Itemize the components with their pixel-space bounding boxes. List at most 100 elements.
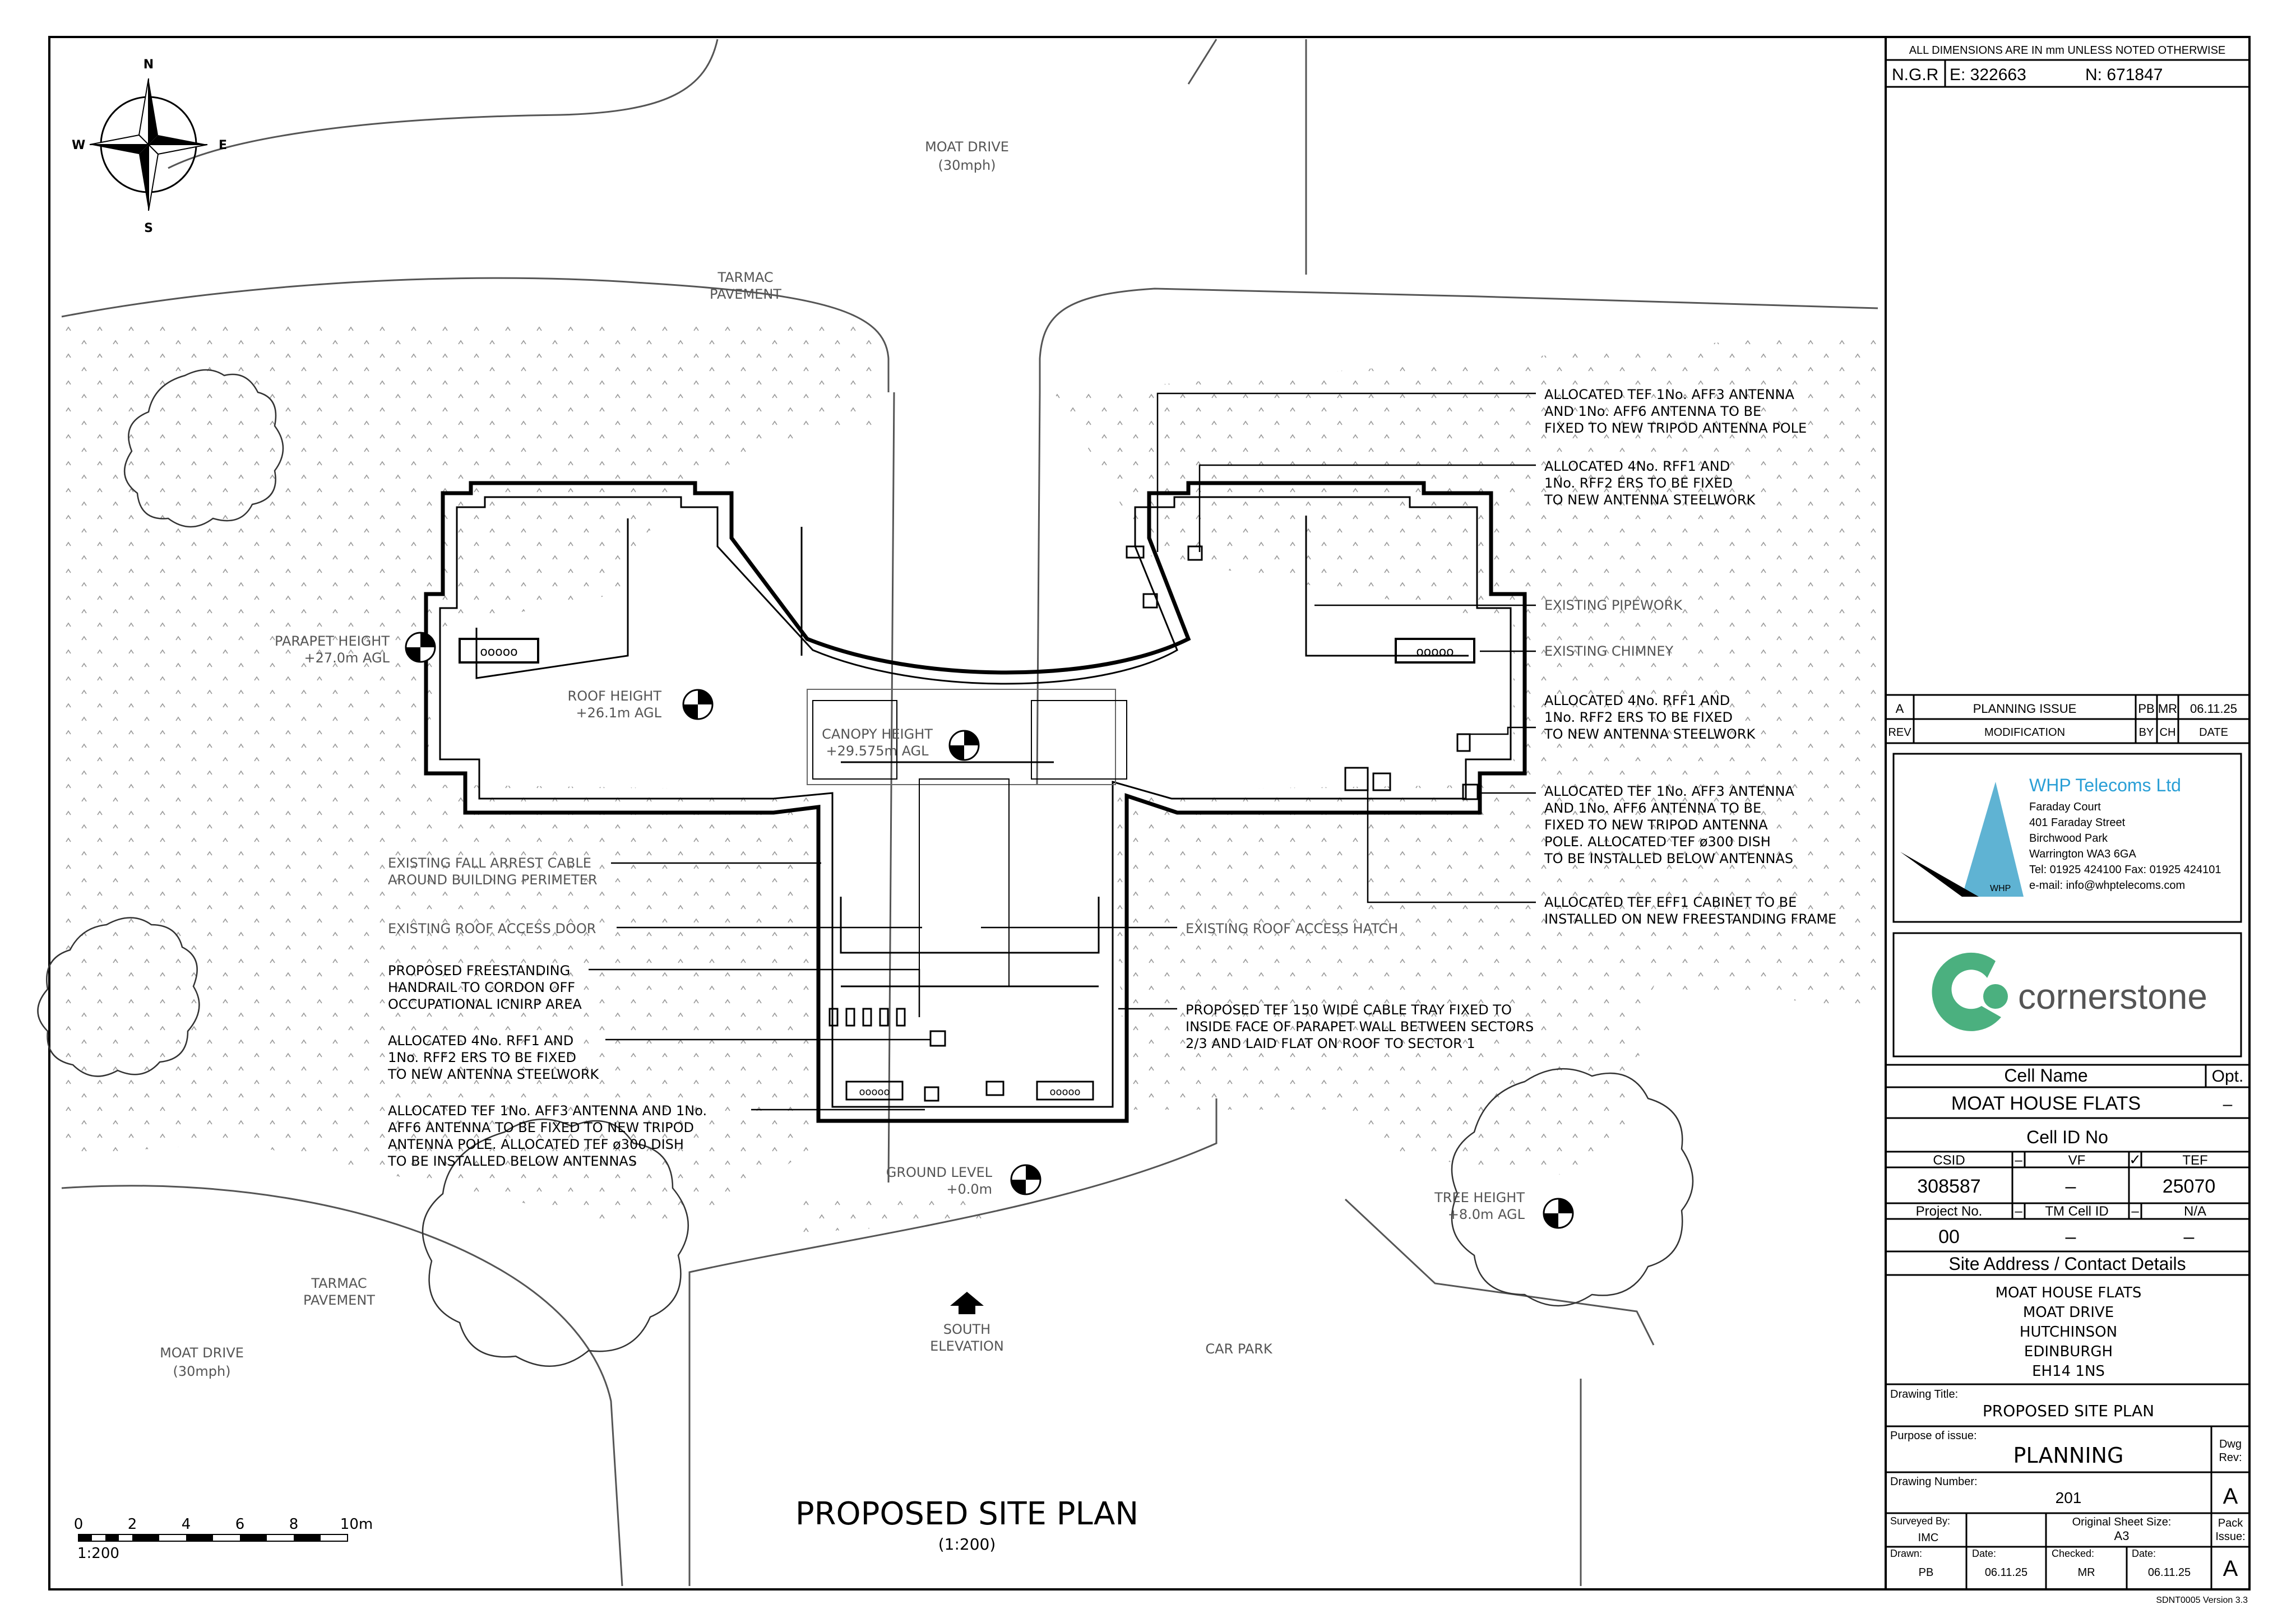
whp-logo-icon	[1962, 782, 2024, 897]
car-park-label: CAR PARK	[1205, 1341, 1273, 1357]
opt-label: Opt.	[2212, 1067, 2244, 1086]
surveyed-value: IMC	[1918, 1532, 1939, 1544]
sheet-border	[48, 36, 2251, 1590]
note-r1-l3: FIXED TO NEW TRIPOD ANTENNA POLE	[1544, 420, 1807, 436]
note-l4-l3: TO NEW ANTENNA STEELWORK	[387, 1066, 599, 1082]
svg-text:1:200: 1:200	[77, 1545, 119, 1562]
south-elevation-marker: SOUTH ELEVATION	[930, 1292, 1004, 1354]
tef-value: 25070	[2163, 1176, 2216, 1197]
rev-header-date: DATE	[2199, 726, 2228, 739]
note-r6-l1: ALLOCATED TEF 1No. AFF3 ANTENNA	[1544, 783, 1794, 799]
note-r6-l2: AND 1No. AFF6 ANTENNA TO BE	[1544, 800, 1761, 816]
rev-header-ch: CH	[2160, 726, 2176, 739]
drawing-main-scale: (1:200)	[938, 1535, 996, 1554]
parapet-label-2: +27.0m AGL	[304, 650, 390, 666]
scale-bar: 0 2 4 6 8 10m 1:200	[74, 1516, 373, 1562]
svg-text:ooooo: ooooo	[1049, 1086, 1080, 1098]
title-block-grid	[1886, 59, 2249, 1589]
note-l5-l1: ALLOCATED TEF 1No. AFF3 ANTENNA AND 1No.	[388, 1103, 707, 1119]
note-roof-hatch: EXISTING ROOF ACCESS HATCH	[1186, 921, 1398, 936]
date-label: Date:	[1972, 1548, 1996, 1559]
ground-label-2: +0.0m	[946, 1181, 992, 1197]
road-label-moat-drive-2: (30mph)	[938, 157, 996, 173]
chimney-bottom-left: ooooo	[845, 1081, 904, 1101]
note-r7-l1: ALLOCATED TEF EFF1 CABINET TO BE	[1544, 894, 1797, 910]
svg-text:–: –	[2015, 1153, 2022, 1168]
leader-lines	[589, 392, 1536, 1111]
tree-2	[37, 917, 200, 1077]
rev-header-rev: REV	[1888, 726, 1911, 739]
note-r2-l3: TO NEW ANTENNA STEELWORK	[1544, 492, 1756, 508]
vf-label: VF	[2068, 1153, 2086, 1168]
sheet-size-label: Original Sheet Size:	[2072, 1516, 2172, 1528]
compass-n: N	[144, 58, 154, 72]
svg-text:MOAT DRIVE: MOAT DRIVE	[2023, 1304, 2114, 1321]
note-l1-l2: AROUND BUILDING PERIMETER	[388, 872, 598, 888]
svg-text:6: 6	[235, 1516, 245, 1533]
svg-text:–: –	[2131, 1204, 2139, 1219]
road-label-tarmac-bottom-1: TARMAC	[311, 1276, 367, 1291]
note-l4-l1: ALLOCATED 4No. RFF1 AND	[388, 1033, 573, 1049]
whp-company-name: WHP Telecoms Ltd	[2029, 775, 2181, 795]
road-label-moat-drive-1: MOAT DRIVE	[925, 139, 1009, 155]
svg-text:2: 2	[128, 1516, 137, 1533]
date2-label: Date:	[2132, 1548, 2156, 1559]
cell-name-label: Cell Name	[2004, 1065, 2087, 1086]
tree-label-2: +8.0m AGL	[1448, 1207, 1525, 1222]
note-l3-l3: OCCUPATIONAL ICNIRP AREA	[388, 996, 582, 1012]
tef-tick: ✓	[2129, 1151, 2141, 1168]
tree-1	[123, 369, 284, 528]
chimney-left: ooooo	[459, 638, 539, 664]
dimensions-note: ALL DIMENSIONS ARE IN mm UNLESS NOTED OT…	[1909, 44, 2226, 57]
road-label-tarmac-2: PAVEMENT	[710, 286, 781, 302]
note-r2-l2: 1No. RFF2 ERS TO BE FIXED	[1544, 475, 1733, 491]
project-label: Project No.	[1916, 1204, 1983, 1219]
canopy-label-1: CANOPY HEIGHT	[822, 726, 933, 742]
na-label: N/A	[2184, 1204, 2206, 1219]
svg-text:2/3 AND LAID FLAT ON ROOF TO S: 2/3 AND LAID FLAT ON ROOF TO SECTOR 1	[1186, 1036, 1475, 1051]
ngr-northing: N: 671847	[2085, 66, 2163, 84]
compass-w: W	[72, 138, 85, 152]
vf-value: –	[2066, 1176, 2076, 1197]
whp-logo-panel: WHP WHP Telecoms Ltd Faraday Court 401 F…	[1892, 753, 2242, 923]
note-l1-l1: EXISTING FALL ARREST CABLE	[388, 855, 591, 871]
ngr-label: N.G.R	[1892, 66, 1938, 84]
svg-text:Warrington WA3 6GA: Warrington WA3 6GA	[2029, 848, 2136, 860]
note-r6-l5: TO BE INSTALLED BELOW ANTENNAS	[1544, 851, 1793, 866]
note-r3-l1: EXISTING PIPEWORK	[1544, 597, 1683, 613]
svg-text:Issue:: Issue:	[2215, 1531, 2245, 1543]
svg-text:Pack: Pack	[2218, 1517, 2243, 1529]
ground-label-1: GROUND LEVEL	[886, 1165, 993, 1180]
csid-label: CSID	[1933, 1153, 1965, 1168]
rev-by: PB	[2138, 702, 2154, 716]
drawing-main-title: PROPOSED SITE PLAN	[795, 1496, 1138, 1532]
note-r5-l2: 1No. RFF2 ERS TO BE FIXED	[1544, 710, 1733, 725]
svg-text:ooooo: ooooo	[1416, 645, 1453, 659]
cell-details: Cell Name Opt. MOAT HOUSE FLATS – Cell I…	[1916, 1065, 2244, 1274]
cornerstone-logo-panel: cornerstone	[1892, 932, 2242, 1058]
svg-text:MOAT HOUSE FLATS: MOAT HOUSE FLATS	[1996, 1285, 2142, 1301]
south-arrow-icon	[950, 1292, 984, 1314]
title-block-text: ALL DIMENSIONS ARE IN mm UNLESS NOTED OT…	[1888, 44, 2237, 739]
svg-text:Rev:: Rev:	[2219, 1452, 2242, 1464]
note-r4-l1: EXISTING CHIMNEY	[1544, 643, 1674, 659]
road-lines	[61, 39, 1878, 1587]
chimney-bottom-right: ooooo	[1036, 1081, 1094, 1101]
notes-left: EXISTING FALL ARREST CABLE AROUND BUILDI…	[387, 855, 707, 1169]
svg-text:WHP: WHP	[1990, 884, 2011, 893]
ngr-easting: E: 322663	[1950, 66, 2026, 84]
svg-text:Birchwood Park: Birchwood Park	[2029, 832, 2108, 845]
note-r1-l1: ALLOCATED TEF 1No. AFF3 ANTENNA	[1544, 387, 1794, 402]
chimney-right: ooooo	[1395, 638, 1475, 664]
csid-value: 308587	[1917, 1176, 1980, 1197]
drawing-number-value: 201	[2056, 1489, 2082, 1506]
svg-text:401 Faraday Street: 401 Faraday Street	[2029, 817, 2126, 829]
road-label-moat-drive-bottom-2: (30mph)	[173, 1364, 230, 1379]
telecom-equipment	[828, 545, 1479, 1102]
roof-label-2: +26.1m AGL	[576, 705, 661, 721]
note-r1-l2: AND 1No. AFF6 ANTENNA TO BE	[1544, 404, 1761, 419]
road-label-moat-drive-bottom-1: MOAT DRIVE	[160, 1345, 244, 1361]
note-l5-l3: ANTENNA POLE. ALLOCATED TEF ø300 DISH	[388, 1137, 684, 1152]
svg-text:Faraday Court: Faraday Court	[2029, 801, 2101, 813]
svg-text:SOUTH: SOUTH	[943, 1321, 990, 1337]
